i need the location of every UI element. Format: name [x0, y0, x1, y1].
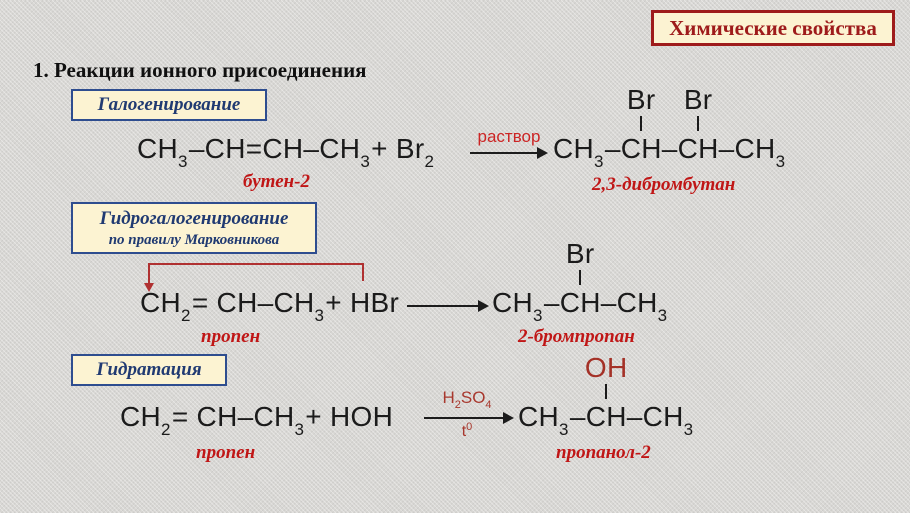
condition-superscript: 0	[466, 421, 473, 433]
formula-token: –CH	[600, 287, 658, 318]
r1-reactants-formula: CH3–CH=CH–CH3+ Br2	[137, 133, 435, 172]
page-title: 1. Реакции ионного присоединения	[33, 58, 367, 82]
formula-subscript: 3	[360, 152, 371, 171]
formula-token: –CH=CH–CH	[188, 133, 361, 164]
formula-token: CH	[585, 401, 627, 432]
bond-dash: –	[543, 287, 560, 318]
product-name-label: 2-бромпропан	[518, 326, 635, 347]
formula-subscript: 2	[161, 420, 171, 439]
formula-token: + Br	[371, 133, 425, 164]
vertical-bond-icon	[605, 384, 608, 399]
markovnikov-arrowhead-icon	[144, 283, 154, 292]
formula-subscript: 2	[424, 152, 435, 171]
section-label-hydrohalogenation-text: Гидрогалогенирование	[99, 208, 289, 229]
formula-token: CH	[137, 133, 179, 164]
formula-subscript: 3	[294, 420, 305, 439]
formula-token: –CH	[718, 133, 776, 164]
bond-dash: –	[569, 401, 586, 432]
condition-subscript: 2	[454, 399, 461, 411]
bond-dash: –	[604, 133, 621, 164]
markovnikov-bracket-icon	[148, 263, 364, 281]
title-box-text: Химические свойства	[669, 15, 877, 40]
formula-subscript: 3	[559, 420, 569, 439]
section-label-hydrohalogenation: Гидрогалогенирование по правилу Марковник…	[71, 202, 317, 254]
r3-reaction-arrow-icon	[424, 412, 514, 424]
reactant-name-label: пропен	[196, 442, 256, 463]
formula-subscript: 3	[683, 420, 694, 439]
formula-token: + HBr	[325, 287, 400, 318]
formula-subscript: 3	[314, 306, 325, 325]
carbon-with-oh: OH CH	[585, 354, 627, 433]
condition-token: t	[461, 423, 467, 440]
r2-reaction-arrow-icon	[407, 300, 489, 312]
formula-subscript: 2	[181, 306, 191, 325]
bond-dash: –	[661, 133, 678, 164]
br-substituent: Br	[565, 238, 595, 269]
section-label-hydration: Гидратация	[71, 354, 227, 386]
vertical-bond-icon	[640, 116, 643, 131]
formula-token: + HOH	[305, 401, 394, 432]
oh-substituent: OH	[584, 352, 628, 383]
condition-subscript: 4	[485, 399, 492, 411]
formula-token: CH	[140, 287, 182, 318]
formula-token: CH	[492, 287, 534, 318]
markovnikov-bracket-left-icon	[148, 263, 150, 284]
formula-subscript: 3	[775, 152, 786, 171]
section-label-halogenation: Галогенирование	[71, 89, 267, 121]
vertical-bond-icon	[579, 270, 582, 285]
formula-token: = CH–CH	[191, 287, 315, 318]
section-label-halogenation-text: Галогенирование	[97, 94, 241, 115]
formula-subscript: 3	[657, 306, 668, 325]
formula-subscript: 3	[594, 152, 604, 171]
product-name-label: 2,3-дибромбутан	[592, 174, 736, 195]
r3-condition-catalyst: H2SO4	[418, 388, 516, 411]
formula-token: CH	[620, 133, 662, 164]
formula-token: CH	[120, 401, 162, 432]
r1-condition: раствор	[477, 127, 541, 146]
formula-token: CH	[553, 133, 595, 164]
section-label-hydration-text: Гидратация	[96, 359, 202, 380]
formula-subscript: 3	[178, 152, 188, 171]
formula-token: CH	[518, 401, 560, 432]
r3-reactants-formula: CH2= CH–CH3+ HOH	[120, 401, 394, 440]
formula-token: –CH	[626, 401, 684, 432]
br-substituent: Br	[626, 84, 656, 115]
r2-reactants-formula: CH2= CH–CH3+ HBr	[140, 287, 400, 326]
condition-token: SO	[460, 388, 486, 407]
br-substituent: Br	[683, 84, 713, 115]
formula-token: CH	[559, 287, 601, 318]
condition-token: H	[442, 388, 455, 407]
section-label-markovnikov-rule-text: по правилу Марковникова	[108, 231, 280, 248]
formula-token: CH	[677, 133, 719, 164]
product-name-label: пропанол-2	[556, 442, 651, 463]
r1-reaction-arrow-icon	[470, 147, 548, 159]
vertical-bond-icon	[697, 116, 700, 131]
title-box: Химические свойства	[651, 10, 895, 46]
reactant-name-label: пропен	[201, 326, 261, 347]
formula-token: = CH–CH	[171, 401, 295, 432]
formula-subscript: 3	[533, 306, 543, 325]
r3-condition-temperature: t0	[418, 421, 516, 441]
reactant-name-label: бутен-2	[243, 171, 311, 192]
